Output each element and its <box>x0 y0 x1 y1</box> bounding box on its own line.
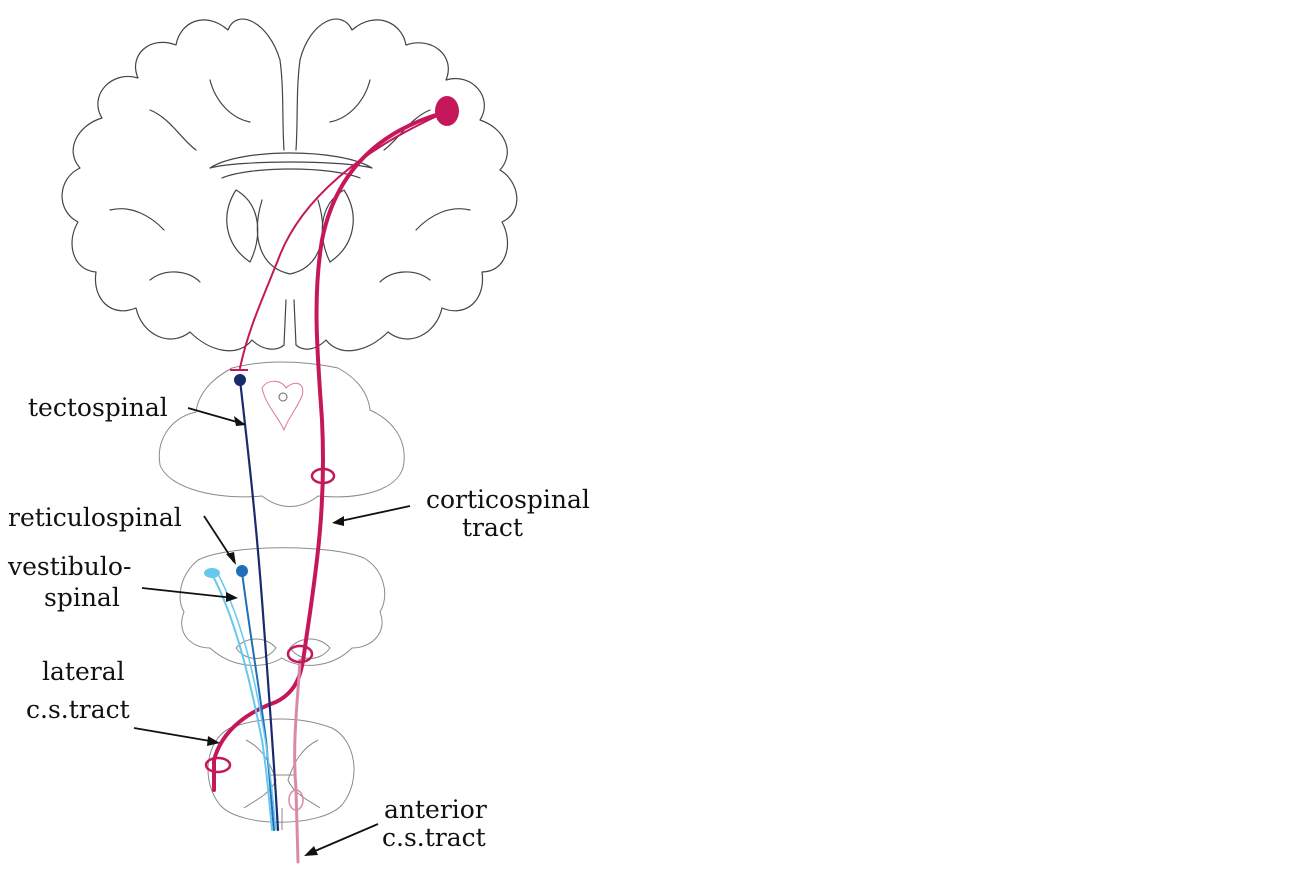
longitudinal-fissure <box>279 59 301 151</box>
corticospinal-main-fiber <box>212 110 448 792</box>
arrowhead-anterior-cs <box>304 846 318 856</box>
tectospinal-tract-pathway <box>234 374 280 832</box>
sulcus-left-3 <box>149 271 201 283</box>
spinal-gray-matter <box>243 739 321 809</box>
reticulospinal-tract-pathway <box>236 565 275 831</box>
arrowhead-lateral-cs <box>207 736 220 746</box>
sulcus-left-2 <box>109 208 165 231</box>
thalamus <box>256 199 324 275</box>
label-anterior-line2: c.s.tract <box>382 823 486 852</box>
arrow-lateral-cs <box>133 727 217 743</box>
spinal-cord-section <box>207 718 355 830</box>
cs-marker-medulla <box>286 644 314 664</box>
label-lateral-line1: lateral <box>42 657 125 686</box>
right-basal-nuclei <box>321 189 354 263</box>
label-tectospinal: tectospinal <box>28 393 168 422</box>
medulla-outline <box>179 547 386 666</box>
brain-right-hemisphere <box>293 18 518 352</box>
anterior-cs-branch <box>293 658 302 864</box>
arrow-anterior-cs <box>307 823 379 855</box>
cs-marker-anterior <box>288 789 304 811</box>
cortical-neuron-soma <box>435 96 459 126</box>
arrow-corticospinal <box>335 505 411 523</box>
arrowhead-tectospinal <box>234 416 246 426</box>
arrowhead-corticospinal <box>332 516 344 526</box>
sulcus-left-4 <box>209 79 251 123</box>
cs-marker-spinal <box>204 756 232 774</box>
sulcus-right-2 <box>415 208 471 231</box>
arrow-vestibulospinal <box>141 587 235 599</box>
arrowhead-reticulospinal <box>226 552 236 565</box>
reticulospinal-fiber <box>241 571 275 831</box>
arrowhead-vestibulospinal <box>226 592 238 602</box>
label-reticulospinal: reticulospinal <box>8 503 182 532</box>
olive-left <box>235 638 277 659</box>
label-anterior-line1: anterior <box>384 795 487 824</box>
cortical-thin-fiber <box>239 111 447 369</box>
vestibulospinal-fiber-1 <box>211 573 273 831</box>
label-lateral-line2: c.s.tract <box>26 695 130 724</box>
cerebral-aqueduct <box>261 380 304 432</box>
left-basal-nuclei <box>226 189 259 263</box>
label-vestibulo-line1: vestibulo- <box>7 552 131 581</box>
aqueduct-center <box>278 392 288 402</box>
vestibulospinal-soma <box>204 568 220 578</box>
olive-right <box>289 638 331 659</box>
reticulospinal-soma <box>236 565 248 577</box>
spinal-cord-outline <box>207 718 355 823</box>
midbrain-outline <box>158 361 405 507</box>
label-corticospinal-line2: tract <box>462 513 523 542</box>
corticospinal-tract-pathway <box>204 96 459 864</box>
sulcus-right-3 <box>379 271 431 283</box>
label-corticospinal-line1: corticospinal <box>426 485 590 514</box>
sulcus-left-1 <box>149 109 197 151</box>
tectospinal-fiber <box>238 378 280 832</box>
label-vestibulo-line2: spinal <box>44 583 120 612</box>
vestibulospinal-fiber-2 <box>217 573 277 831</box>
brain-left-hemisphere <box>61 18 287 352</box>
arrow-tectospinal <box>187 407 245 425</box>
midbrain-section <box>158 361 405 507</box>
sulcus-right-4 <box>329 79 371 123</box>
corpus-callosum <box>209 152 373 169</box>
brain-coronal-section <box>61 18 518 352</box>
cs-marker-midbrain <box>310 467 336 485</box>
tectospinal-soma <box>234 374 246 386</box>
vestibulospinal-tract-pathway <box>204 568 277 831</box>
medulla-section <box>179 547 386 666</box>
